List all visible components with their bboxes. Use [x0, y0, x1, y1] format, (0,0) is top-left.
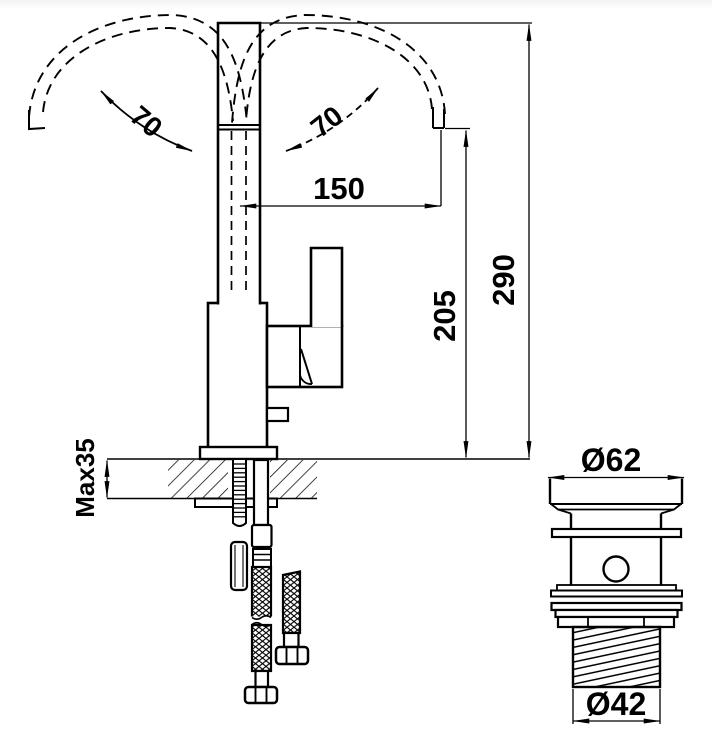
waste-seal-stack [550, 584, 683, 629]
lever-handle [309, 246, 344, 327]
spout-tip-left [28, 110, 46, 131]
swivel-arcs [28, 14, 446, 124]
swivel-arrow-right [285, 87, 379, 152]
swivel-angle-right-label: 70 [305, 100, 349, 144]
swivel-arc-right-outer [231, 14, 446, 124]
waste-backnut [556, 615, 676, 629]
hose-tail-tube [252, 458, 270, 527]
waste-body [550, 513, 683, 585]
top-window-shadow [0, 0, 712, 9]
hose-end-sleeve-right [282, 631, 300, 649]
handle-pivot-arc [299, 371, 313, 385]
stud-thread-ribs [233, 463, 246, 518]
faucet-front-view: 70 70 [28, 14, 446, 461]
mounting-stud [232, 460, 247, 527]
supply-hose-left [243, 458, 279, 705]
deck-hatch-right [270, 460, 317, 498]
countertop-section [107, 458, 530, 705]
swivel-arc-right-inner [245, 27, 433, 122]
spout-tip-right [432, 107, 445, 129]
hose-hex-nut-right [274, 645, 310, 666]
dimensions: 290 205 150 Max35 [70, 22, 532, 518]
hose-crimp [252, 548, 272, 568]
base-plate [198, 445, 279, 461]
supply-hose-right [274, 570, 310, 666]
deck-hatch-left [168, 460, 228, 498]
popup-waste-view: Ø62 [547, 442, 685, 724]
swivel-arrow-left [100, 90, 193, 152]
braided-hose-upper [250, 565, 273, 620]
hose-end-sleeve [254, 669, 270, 689]
max-deck-label: Max35 [70, 438, 100, 518]
reach-label: 150 [313, 171, 365, 206]
stud-tip [232, 520, 247, 527]
hose-break-gap [249, 616, 274, 625]
handle-pivot-line [300, 348, 313, 385]
mixer-body [206, 301, 269, 450]
overflow-hole [602, 555, 630, 583]
hose-connector [250, 523, 273, 549]
waste-flange [548, 478, 684, 515]
waste-thread-label: Ø42 [586, 686, 646, 722]
braided-hose-right [281, 570, 302, 635]
waste-flange-label: Ø62 [581, 442, 641, 478]
fixing-nut [229, 540, 249, 592]
hose-break-edge-top [251, 614, 272, 621]
hose-hex-nut [243, 685, 279, 705]
total-height-label: 290 [486, 254, 521, 306]
waste-slip-ring [550, 527, 683, 539]
waste-threaded-tail [571, 625, 662, 689]
outlet-height-label: 205 [427, 290, 462, 342]
handle-block [265, 324, 344, 389]
spout-column [216, 21, 262, 305]
swivel-arc-left-inner [42, 27, 234, 122]
body-outlet-stub [265, 406, 290, 423]
waste-washer-2 [550, 589, 683, 598]
braided-hose-lower [250, 623, 273, 673]
